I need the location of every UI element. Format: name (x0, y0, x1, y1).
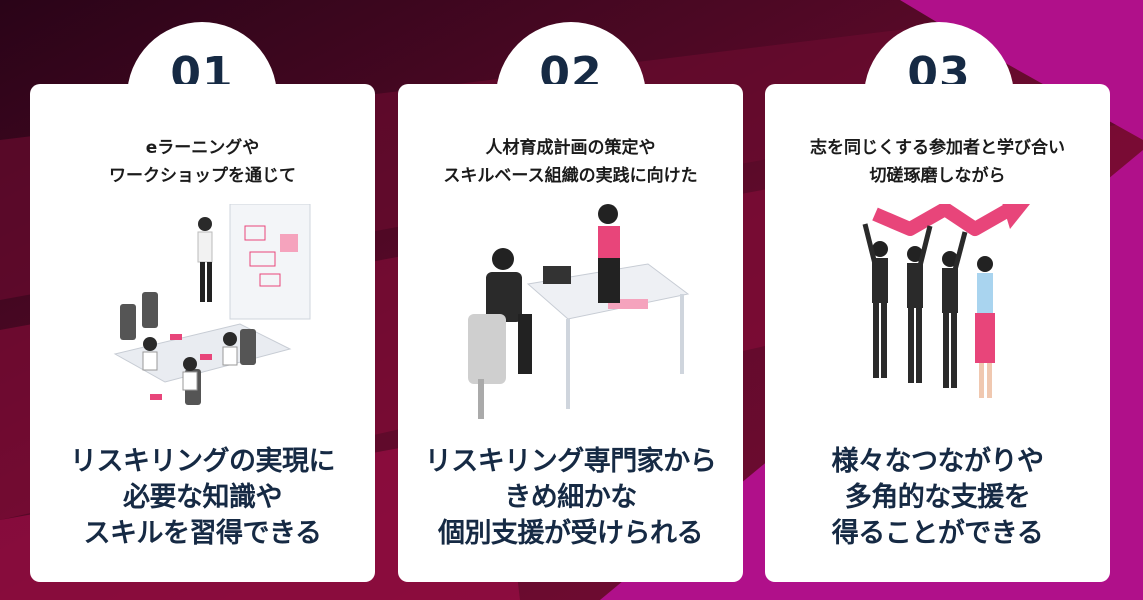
card-3-main-text: 様々なつながりや 多角的な支援を 得ることができる (831, 446, 1045, 549)
card-2-subtitle: 人材育成計画の策定や スキルベース組織の実践に向けた (443, 138, 698, 186)
card-2: 人材育成計画の策定や スキルベース組織の実践に向けた リスキリング専門家から き… (398, 84, 743, 582)
consultation-meeting-illustration (468, 204, 690, 419)
card-1: eラーニングや ワークショップを通じて リスキリングの実現に 必要な知識や スキ… (30, 84, 375, 582)
card-1-subtitle: eラーニングや ワークショップを通じて (109, 138, 296, 186)
card-2-main-text: リスキリング専門家から きめ細かな 個別支援が受けられる (424, 446, 717, 549)
classroom-training-illustration (113, 204, 311, 405)
card-3: 志を同じくする参加者と学び合い 切磋琢磨しながら 様々なつながりや 多角的な支援… (765, 84, 1110, 582)
team-growth-arrow-illustration (862, 204, 1030, 398)
card-3-subtitle: 志を同じくする参加者と学び合い 切磋琢磨しながら (810, 138, 1065, 186)
card-1-main-text: リスキリングの実現に 必要な知識や スキルを習得できる (70, 446, 336, 549)
